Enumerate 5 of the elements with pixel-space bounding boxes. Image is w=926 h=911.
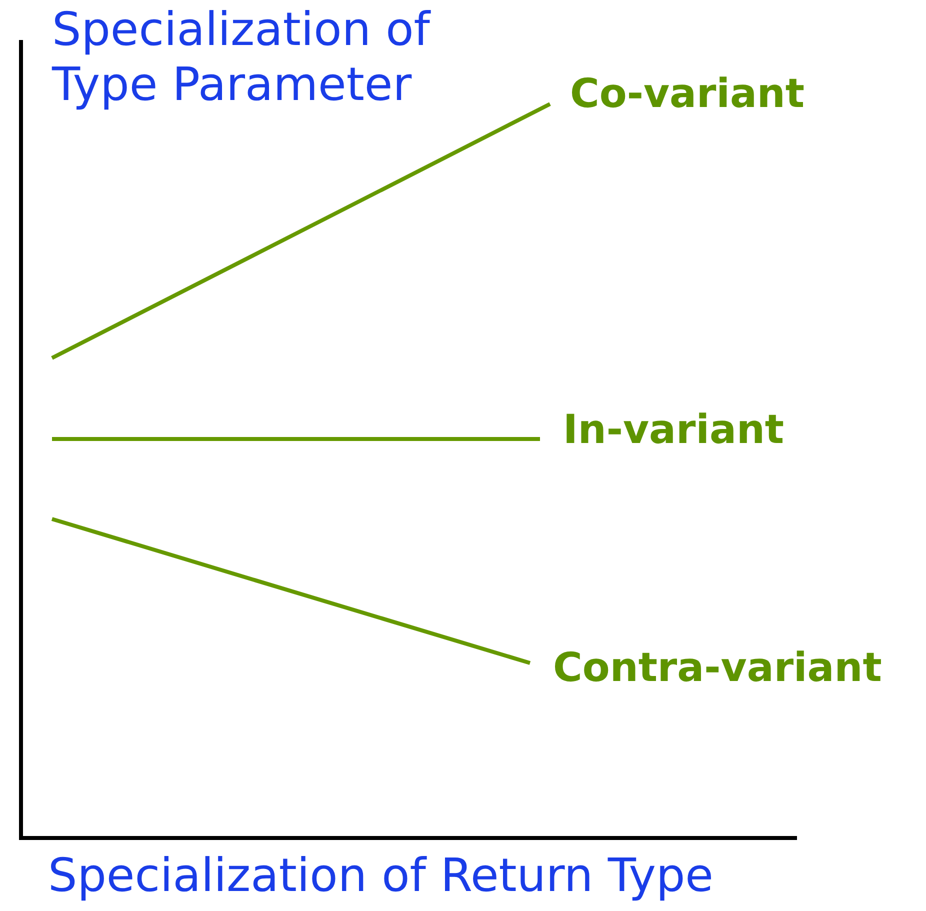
x-axis-title: Specialization of Return Type	[48, 848, 714, 904]
line-label: Co-variant	[570, 70, 805, 118]
line-label: Contra-variant	[553, 644, 882, 692]
y-axis-title: Specialization of Type Parameter	[52, 2, 432, 112]
line-label: In-variant	[563, 406, 784, 454]
